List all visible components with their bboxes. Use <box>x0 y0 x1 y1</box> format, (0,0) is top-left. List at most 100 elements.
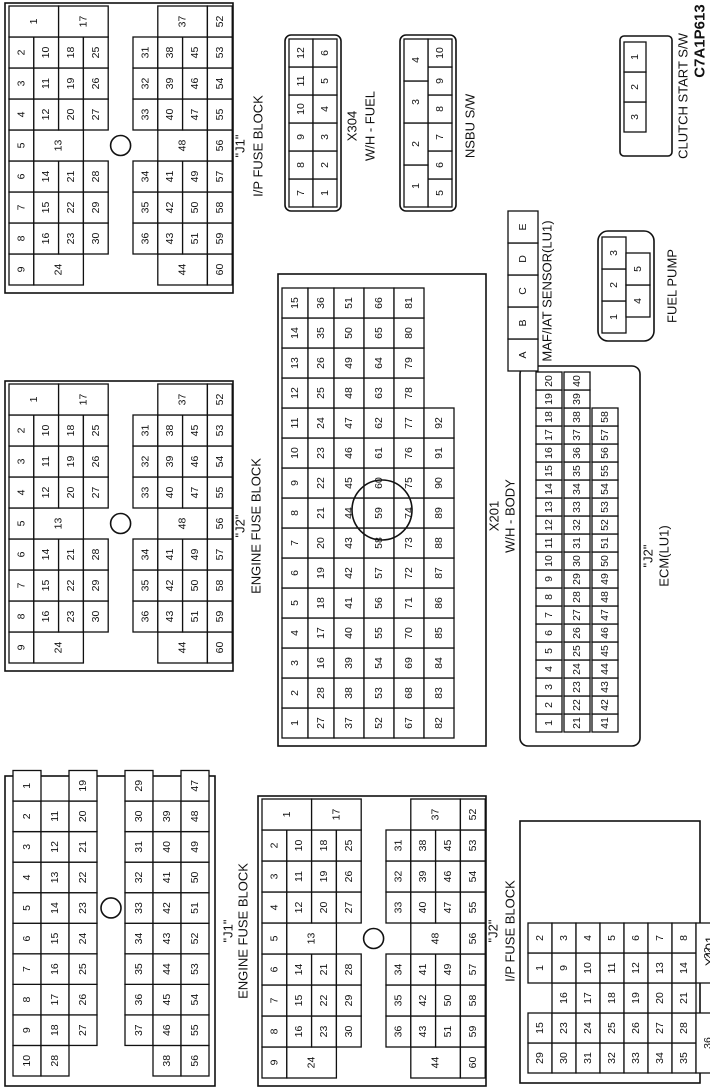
connector-name: NSBU S/W <box>463 93 478 158</box>
pin-number: 48 <box>177 140 189 152</box>
connector-name: ECM(LU1) <box>657 525 672 586</box>
pin-number: 36 <box>571 447 583 459</box>
pin-number: 9 <box>434 78 446 84</box>
pin-number: 3 <box>558 935 570 941</box>
pin-number: 25 <box>90 425 102 437</box>
pin-number: 51 <box>189 233 201 245</box>
pin-number: 90 <box>433 477 445 489</box>
pin-number: 57 <box>214 549 226 561</box>
pin-number: 9 <box>289 480 301 486</box>
pin-number: 20 <box>543 375 555 387</box>
pin-number: 81 <box>403 297 415 309</box>
pin-number: 2 <box>608 282 620 288</box>
pin-number: 12 <box>630 962 642 974</box>
pin-number: 40 <box>343 627 355 639</box>
pin-number: 80 <box>403 327 415 339</box>
pin-number: 4 <box>268 904 280 910</box>
pin-number: 20 <box>65 487 77 499</box>
pin-number: 12 <box>40 487 52 499</box>
connector-name: W/H - BODY <box>503 479 518 553</box>
pin-number: 52 <box>467 809 479 821</box>
pin-number: B <box>517 319 529 326</box>
pin-number: 13 <box>306 933 318 945</box>
pin-number: 8 <box>15 235 27 241</box>
pin-number: 33 <box>139 109 151 121</box>
pin-number: 4 <box>15 111 27 117</box>
pin-number: 27 <box>77 1024 89 1036</box>
pin-number: 58 <box>214 580 226 592</box>
pin-number: 38 <box>164 47 176 59</box>
pin-number: 24 <box>571 663 583 675</box>
pin-number: 14 <box>49 902 61 914</box>
pin-number: 30 <box>558 1052 570 1064</box>
pin-number: 52 <box>373 717 385 729</box>
pin-number: 8 <box>15 613 27 619</box>
pin-number: 54 <box>214 78 226 90</box>
pin-number: 57 <box>599 429 611 441</box>
connector-title: "J1" <box>233 134 248 157</box>
pin-number: 43 <box>161 933 173 945</box>
pin-number: 60 <box>467 1057 479 1069</box>
pin-number: 43 <box>164 611 176 623</box>
pin-number: 22 <box>702 947 710 959</box>
pin-number: 38 <box>571 411 583 423</box>
pin-number: 2 <box>629 84 641 90</box>
connector-name: W/H - FUEL <box>363 91 378 161</box>
pin-number: 42 <box>343 567 355 579</box>
pin-number: 46 <box>189 456 201 468</box>
pin-number: 14 <box>40 171 52 183</box>
pin-number: 55 <box>189 1024 201 1036</box>
pin-number: 75 <box>403 477 415 489</box>
pin-number: 49 <box>189 841 201 853</box>
pin-number: 30 <box>571 555 583 567</box>
pin-number: 17 <box>49 994 61 1006</box>
pin-number: 18 <box>318 840 330 852</box>
pin-number: 54 <box>189 994 201 1006</box>
pin-number: 85 <box>433 627 445 639</box>
pin-number: 34 <box>139 549 151 561</box>
pin-number: 65 <box>373 327 385 339</box>
pin-number: 74 <box>403 507 415 519</box>
pin-number: 24 <box>582 1022 594 1034</box>
pin-number: 35 <box>139 202 151 214</box>
pin-number: 91 <box>433 447 445 459</box>
pin-number: 16 <box>49 963 61 975</box>
pin-number: 33 <box>630 1052 642 1064</box>
pin-number: 25 <box>571 645 583 657</box>
pin-number: 44 <box>599 663 611 675</box>
pin-number: 4 <box>410 57 422 63</box>
pin-cavity <box>82 538 109 571</box>
pin-number: 34 <box>392 964 404 976</box>
pin-number: 3 <box>629 114 641 120</box>
pin-cavity <box>393 287 425 319</box>
pin-number: 51 <box>599 537 611 549</box>
pin-number: 3 <box>289 660 301 666</box>
pin-number: 77 <box>403 417 415 429</box>
pin-cavity <box>206 383 233 416</box>
pin-number: 50 <box>343 327 355 339</box>
connector-name: MAF/IAT SENSOR(LU1) <box>540 220 555 361</box>
pin-number: 59 <box>373 507 385 519</box>
pin-number: 31 <box>582 1052 594 1064</box>
pin-number: 54 <box>373 657 385 669</box>
pin-number: 59 <box>214 233 226 245</box>
pin-number: 11 <box>293 871 305 882</box>
pin-number: 9 <box>295 134 307 140</box>
pin-number: 12 <box>49 841 61 853</box>
pin-number: 11 <box>606 962 618 973</box>
pin-number: 31 <box>139 425 151 437</box>
pin-number: 36 <box>315 297 327 309</box>
pin-cavity <box>535 371 563 391</box>
pin-number: 3 <box>15 80 27 86</box>
pin-number: 84 <box>433 657 445 669</box>
pin-number: 24 <box>306 1057 318 1069</box>
pin-number: 21 <box>315 507 327 519</box>
pin-number: 25 <box>315 387 327 399</box>
pin-number: 1 <box>28 18 40 24</box>
pin-number: 40 <box>164 109 176 121</box>
pin-number: 41 <box>164 549 176 561</box>
pin-number: 1 <box>534 965 546 971</box>
pin-number: 19 <box>318 871 330 883</box>
pin-number: 53 <box>373 687 385 699</box>
pin-cavity <box>12 769 42 802</box>
